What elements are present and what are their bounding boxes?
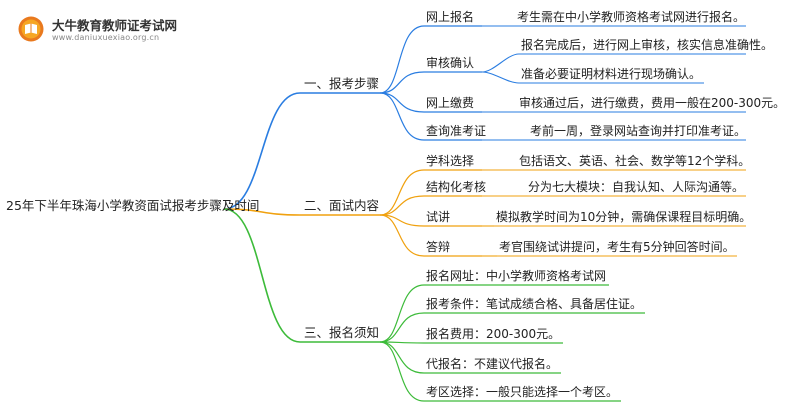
note-defense: 考官围绕试讲提问，考生有5分钟回答时间。: [499, 240, 735, 254]
node-subject: 学科选择: [426, 154, 475, 168]
node-online-registration: 网上报名: [426, 10, 475, 24]
link-branch-kid-2-0: [379, 284, 425, 343]
link-branch-kid-1-1: [379, 195, 425, 216]
node-review: 审核确认: [426, 56, 475, 70]
branch-steps: 一、报考步骤: [304, 76, 380, 91]
link-branch-kid-2-3: [379, 341, 425, 374]
link-root-branch-1: [223, 208, 301, 216]
logo-subtitle: www.daniuxuexiao.org.cn: [52, 33, 160, 42]
node-exam-area: 考区选择：一般只能选择一个考区。: [426, 385, 619, 399]
note-trial-teaching: 模拟教学时间为10分钟，需确保课程目标明确。: [496, 210, 752, 224]
node-proxy: 代报名：不建议代报名。: [426, 357, 559, 371]
note-subject: 包括语文、英语、社会、数学等12个学科。: [519, 154, 751, 168]
link-branch-kid-0-3: [379, 92, 425, 141]
link-branch-kid-0-2: [379, 92, 425, 113]
root-node: 25年下半年珠海小学教资面试报考步骤及时间: [6, 198, 260, 213]
link-branch-kid-2-4: [379, 341, 425, 402]
link-branch-kid-0-0: [379, 25, 425, 94]
note-review-2: 准备必要证明材料进行现场确认。: [521, 67, 702, 81]
link-root-branch-2: [223, 208, 301, 343]
link-root-branch-0: [223, 92, 301, 210]
link-kid-note-0-1-0: [481, 53, 520, 73]
logo-title: 大牛教育教师证考试网: [52, 18, 178, 33]
node-conditions: 报考条件：笔试成绩合格、具备居住证。: [426, 297, 643, 311]
node-structured: 结构化考核: [426, 180, 487, 194]
node-defense: 答辩: [426, 240, 451, 254]
note-review-1: 报名完成后，进行网上审核，核实信息准确性。: [521, 38, 774, 52]
note-online-registration: 考生需在中小学教师资格考试网进行报名。: [517, 10, 746, 24]
node-fee: 报名费用：200-300元。: [426, 327, 561, 341]
mindmap: 大牛教育教师证考试网 www.daniuxuexiao.org.cn 25年下半…: [6, 10, 785, 402]
note-structured: 分为七大模块：自我认知、人际沟通等。: [528, 180, 745, 194]
link-branch-kid-1-0: [379, 169, 425, 216]
link-branch-kid-2-1: [379, 312, 425, 343]
link-branch-kid-0-1: [379, 71, 425, 94]
note-payment: 审核通过后，进行缴费，费用一般在200-300元。: [519, 96, 785, 110]
site-logo: 大牛教育教师证考试网 www.daniuxuexiao.org.cn: [8, 12, 218, 48]
book-icon: [18, 16, 44, 42]
mindmap-links: [223, 25, 746, 402]
link-branch-kid-1-3: [379, 214, 425, 257]
node-trial-teaching: 试讲: [426, 210, 451, 224]
node-admission-ticket: 查询准考证: [426, 124, 487, 138]
note-admission-ticket: 考前一周，登录网站查询并打印准考证。: [530, 124, 747, 138]
node-registration-site: 报名网址：中小学教师资格考试网: [426, 269, 607, 283]
node-payment: 网上缴费: [426, 96, 475, 110]
link-kid-note-0-1-1: [481, 71, 520, 84]
branch-notice: 三、报名须知: [304, 325, 380, 340]
branch-content: 二、面试内容: [304, 198, 380, 213]
